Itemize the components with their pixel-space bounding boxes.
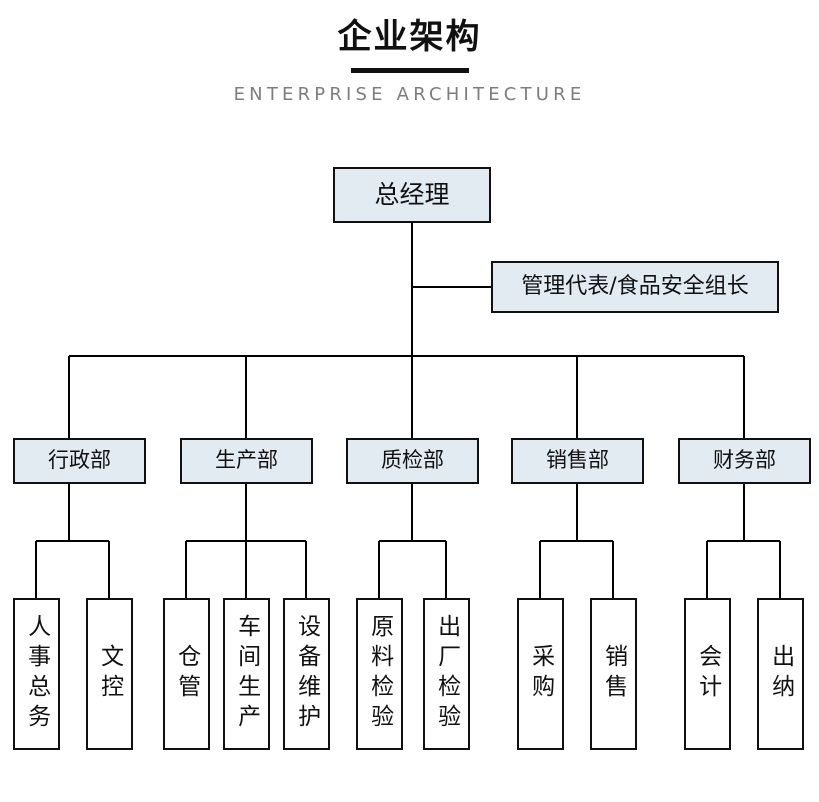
title-divider bbox=[350, 67, 469, 73]
node-outgoing-inspection-label: 出厂检验 bbox=[433, 614, 460, 734]
node-quality-department[interactable]: 质检部 bbox=[346, 438, 479, 484]
node-production-department-label: 生产部 bbox=[215, 448, 278, 473]
node-general-manager[interactable]: 总经理 bbox=[333, 167, 491, 223]
page-subtitle: ENTERPRISE ARCHITECTURE bbox=[233, 83, 586, 105]
node-warehouse-management[interactable]: 仓管 bbox=[163, 598, 210, 750]
node-equipment-maintenance-label: 设备维护 bbox=[293, 614, 320, 734]
node-raw-material-inspection[interactable]: 原料检验 bbox=[356, 598, 403, 750]
node-finance-department-label: 财务部 bbox=[713, 448, 776, 473]
node-accounting-label: 会计 bbox=[694, 644, 721, 704]
node-finance-department[interactable]: 财务部 bbox=[678, 438, 811, 484]
node-accounting[interactable]: 会计 bbox=[684, 598, 731, 750]
node-workshop-production[interactable]: 车间生产 bbox=[223, 598, 270, 750]
node-selling-label: 销售 bbox=[600, 644, 627, 704]
node-cashier[interactable]: 出纳 bbox=[757, 598, 804, 750]
node-management-representative[interactable]: 管理代表/食品安全组长 bbox=[491, 261, 779, 313]
node-workshop-production-label: 车间生产 bbox=[233, 614, 260, 734]
node-management-representative-label: 管理代表/食品安全组长 bbox=[521, 273, 749, 299]
node-cashier-label: 出纳 bbox=[767, 644, 794, 704]
node-general-manager-label: 总经理 bbox=[374, 179, 450, 209]
node-purchasing[interactable]: 采购 bbox=[517, 598, 564, 750]
node-admin-department[interactable]: 行政部 bbox=[13, 438, 146, 484]
node-hr-general-affairs[interactable]: 人事总务 bbox=[13, 598, 60, 750]
node-raw-material-inspection-label: 原料检验 bbox=[366, 614, 393, 734]
node-purchasing-label: 采购 bbox=[527, 644, 554, 704]
node-equipment-maintenance[interactable]: 设备维护 bbox=[283, 598, 330, 750]
node-quality-department-label: 质检部 bbox=[381, 448, 444, 473]
node-admin-department-label: 行政部 bbox=[48, 448, 111, 473]
node-outgoing-inspection[interactable]: 出厂检验 bbox=[423, 598, 470, 750]
node-document-control[interactable]: 文控 bbox=[86, 598, 133, 750]
page-title: 企业架构 bbox=[337, 17, 482, 57]
node-sales-department-label: 销售部 bbox=[546, 448, 609, 473]
node-selling[interactable]: 销售 bbox=[590, 598, 637, 750]
node-warehouse-management-label: 仓管 bbox=[173, 644, 200, 704]
node-sales-department[interactable]: 销售部 bbox=[511, 438, 644, 484]
node-hr-general-affairs-label: 人事总务 bbox=[23, 614, 50, 734]
chart-header: 企业架构 ENTERPRISE ARCHITECTURE bbox=[0, 0, 819, 105]
node-document-control-label: 文控 bbox=[96, 644, 123, 704]
node-production-department[interactable]: 生产部 bbox=[180, 438, 313, 484]
